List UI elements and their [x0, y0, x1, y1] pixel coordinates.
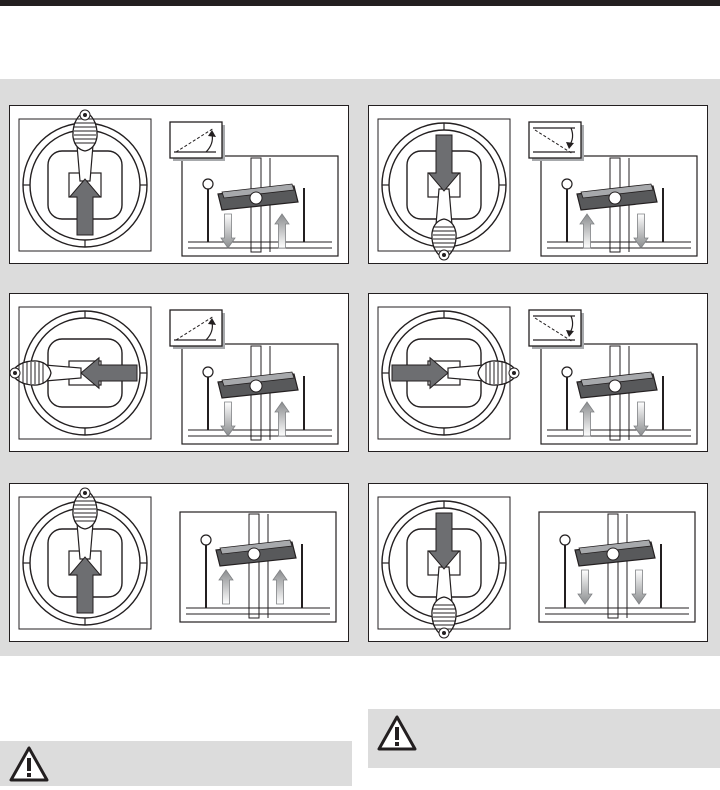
knob-tip-center [13, 371, 17, 375]
transmitter-gimbal [378, 307, 519, 439]
main-shaft [249, 514, 259, 618]
panel-drawing [369, 106, 709, 265]
transmitter-gimbal [10, 307, 151, 439]
transmitter-gimbal [378, 497, 510, 638]
swashplate-detail [180, 512, 336, 622]
transmitter-gimbal [378, 119, 510, 260]
warning-triangle-icon [8, 745, 58, 790]
illustration-panel [9, 293, 349, 452]
swashplate-detail [541, 344, 697, 444]
trim-indicator [529, 310, 584, 349]
swashplate-detail [182, 344, 338, 444]
ball-link-left [203, 367, 213, 377]
knob-tip-center [83, 491, 87, 495]
swashplate-ball [609, 192, 621, 204]
swashplate-ball [250, 380, 262, 392]
swashplate-detail [182, 156, 338, 256]
swashplate-detail [539, 512, 695, 622]
illustration-panel [9, 483, 349, 642]
transmitter-gimbal [19, 110, 151, 251]
swashplate-ball [607, 548, 619, 560]
knob-tip-center [83, 113, 87, 117]
transmitter-gimbal [19, 488, 151, 629]
ball-link-left [201, 535, 211, 545]
illustration-panel [368, 483, 708, 642]
ball-link-left [562, 367, 572, 377]
servo-direction-figure [0, 79, 720, 656]
knob-tip-center [512, 371, 516, 375]
swashplate-ball [248, 548, 260, 560]
panel-drawing [10, 106, 350, 265]
panel-drawing [369, 294, 709, 453]
panel-drawing [369, 484, 709, 643]
ball-link-left [562, 179, 572, 189]
trim-indicator [529, 122, 584, 161]
ball-link-left [203, 179, 213, 189]
illustration-panel [368, 293, 708, 452]
trim-box [170, 122, 222, 158]
trim-indicator [170, 122, 225, 161]
knob-tip-center [442, 631, 446, 635]
trim-indicator [170, 310, 225, 349]
knob-tip-center [442, 253, 446, 257]
illustration-panel [368, 105, 708, 264]
illustration-panel [9, 105, 349, 264]
trim-box [170, 310, 222, 346]
warning-triangle-icon [376, 714, 426, 759]
trim-box [529, 310, 581, 346]
swashplate-detail [541, 156, 697, 256]
top-rule [0, 0, 720, 6]
warning-box-right [368, 709, 720, 768]
panel-drawing [10, 484, 350, 643]
swashplate-ball [250, 192, 262, 204]
panel-drawing [10, 294, 350, 453]
main-shaft [608, 514, 618, 618]
swashplate-ball [609, 380, 621, 392]
warning-box-left [0, 741, 352, 786]
ball-link-left [560, 535, 570, 545]
